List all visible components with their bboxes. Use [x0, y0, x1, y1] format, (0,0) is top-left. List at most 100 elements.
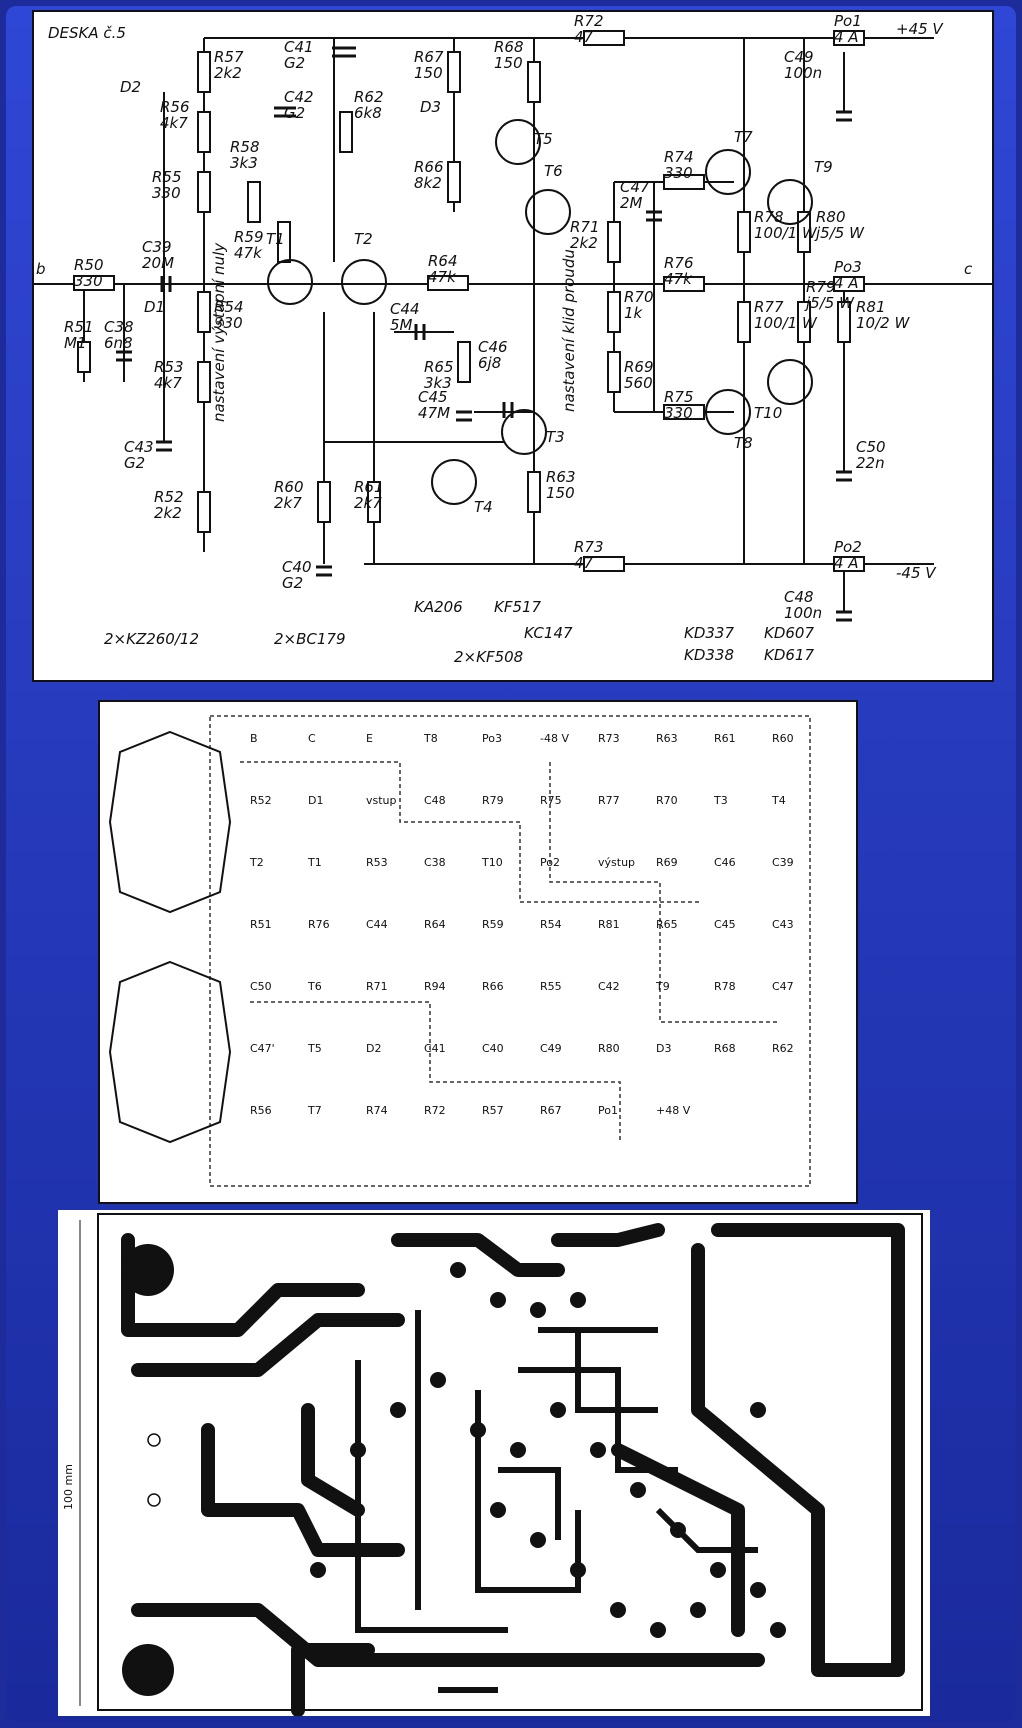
component-value-r76: 47k — [664, 270, 693, 288]
component-ref-c45: C45 — [418, 388, 448, 406]
idle-current-note: nastavení klid proudu — [560, 249, 578, 412]
component-value-c49: 100n — [784, 64, 822, 82]
component-ref-t3: T3 — [546, 428, 565, 446]
layout-label: R61 — [714, 732, 736, 745]
layout-label: C45 — [714, 918, 736, 931]
pcb-dimension: 100 mm — [62, 1464, 75, 1510]
component-ref-c46: C46 — [478, 338, 508, 356]
note-kz260: 2×KZ260/12 — [104, 630, 199, 648]
component-ref-t5: T5 — [534, 130, 553, 148]
schematic-drawing: DESKA č.5 b c +45 V -45 V nastavení výst… — [34, 12, 992, 666]
component-value-c41: G2 — [284, 54, 305, 72]
component-value-r52: 2k2 — [154, 504, 182, 522]
layout-label: R63 — [656, 732, 678, 745]
layout-label: C47 — [772, 980, 794, 993]
pcb-drawing: 100 mm — [62, 1213, 923, 1716]
note-kd617: KD617 — [764, 646, 814, 664]
component-value-c38: 6n8 — [104, 334, 133, 352]
layout-label: T8 — [423, 732, 438, 745]
component-ref-t2: T2 — [354, 230, 373, 248]
component-value-r58: 3k3 — [230, 154, 258, 172]
layout-label: D1 — [308, 794, 323, 807]
layout-label: R76 — [308, 918, 330, 931]
component-value-po2: 4 A — [834, 554, 859, 572]
layout-label: R52 — [250, 794, 272, 807]
negative-supply-label: -45 V — [896, 564, 937, 582]
layout-label: C40 — [482, 1042, 504, 1055]
layout-label: R75 — [540, 794, 562, 807]
component-value-c45: 47M — [418, 404, 450, 422]
component-value-r81: 10/2 W — [856, 314, 910, 332]
component-ref-r73: R73 — [574, 538, 604, 556]
layout-label: R64 — [424, 918, 446, 931]
note-bc179: 2×BC179 — [274, 630, 346, 648]
layout-label: vstup — [366, 794, 397, 807]
layout-label: C38 — [424, 856, 446, 869]
layout-label: R56 — [250, 1104, 272, 1117]
layout-label: E — [366, 732, 373, 745]
component-value-c43: G2 — [124, 454, 145, 472]
layout-label: C43 — [772, 918, 794, 931]
layout-label: R51 — [250, 918, 272, 931]
component-ref-r52: R52 — [154, 488, 184, 506]
layout-label: T1 — [307, 856, 322, 869]
layout-label: R70 — [656, 794, 678, 807]
layout-label: -48 V — [540, 732, 569, 745]
layout-label: T10 — [481, 856, 503, 869]
layout-label: +48 V — [656, 1104, 691, 1117]
component-ref-c44: C44 — [390, 300, 420, 318]
component-ref-r80: R80 — [816, 208, 846, 226]
layout-label: R72 — [424, 1104, 446, 1117]
layout-label: R60 — [772, 732, 794, 745]
component-labels: R50330R51M1C386n8C3920MD1D2R572k2R564k7R… — [64, 12, 910, 622]
component-ref-r69: R69 — [624, 358, 654, 376]
node-b-label: b — [36, 260, 46, 278]
component-value-c40: G2 — [282, 574, 303, 592]
component-ref-r61: R61 — [354, 478, 384, 496]
component-ref-r78: R78 — [754, 208, 784, 226]
layout-label: Po3 — [482, 732, 502, 745]
layout-label: R65 — [656, 918, 678, 931]
component-value-r55: 330 — [152, 184, 181, 202]
component-ref-r68: R68 — [494, 38, 524, 56]
node-c-label: c — [964, 260, 973, 278]
component-value-c50: 22n — [856, 454, 885, 472]
component-ref-r54: R54 — [214, 298, 244, 316]
layout-label: C50 — [250, 980, 272, 993]
component-ref-c41: C41 — [284, 38, 314, 56]
component-value-r51: M1 — [64, 334, 87, 352]
component-value-r74: 330 — [664, 164, 693, 182]
component-ref-r76: R76 — [664, 254, 694, 272]
component-value-c46: 6j8 — [478, 354, 501, 372]
zero-adjust-note: nastavení výstupní nuly — [210, 242, 228, 422]
layout-label: R68 — [714, 1042, 736, 1055]
component-ref-t10: T10 — [754, 404, 782, 422]
component-ref-d1: D1 — [144, 298, 165, 316]
component-value-r79: j5/5 W — [804, 294, 855, 312]
component-ref-r64: R64 — [428, 252, 458, 270]
component-ref-r67: R67 — [414, 48, 444, 66]
layout-label: C49 — [540, 1042, 562, 1055]
component-value-r80: j5/5 W — [814, 224, 865, 242]
layout-label: C — [308, 732, 316, 745]
component-value-r60: 2k7 — [274, 494, 302, 512]
component-ref-r66: R66 — [414, 158, 444, 176]
component-value-r65: 3k3 — [424, 374, 452, 392]
layout-label: R55 — [540, 980, 562, 993]
positive-supply-label: +45 V — [896, 20, 944, 38]
layout-label: T9 — [655, 980, 670, 993]
component-ref-t9: T9 — [814, 158, 833, 176]
component-ref-t4: T4 — [474, 498, 493, 516]
component-ref-r71: R71 — [570, 218, 600, 236]
layout-label: C41 — [424, 1042, 446, 1055]
component-ref-r70: R70 — [624, 288, 654, 306]
component-ref-c50: C50 — [856, 438, 886, 456]
layout-label: R66 — [482, 980, 504, 993]
layout-label: C44 — [366, 918, 388, 931]
component-value-r61: 2k7 — [354, 494, 382, 512]
component-ref-r56: R56 — [160, 98, 190, 116]
component-ref-r79: R79 — [806, 278, 836, 296]
